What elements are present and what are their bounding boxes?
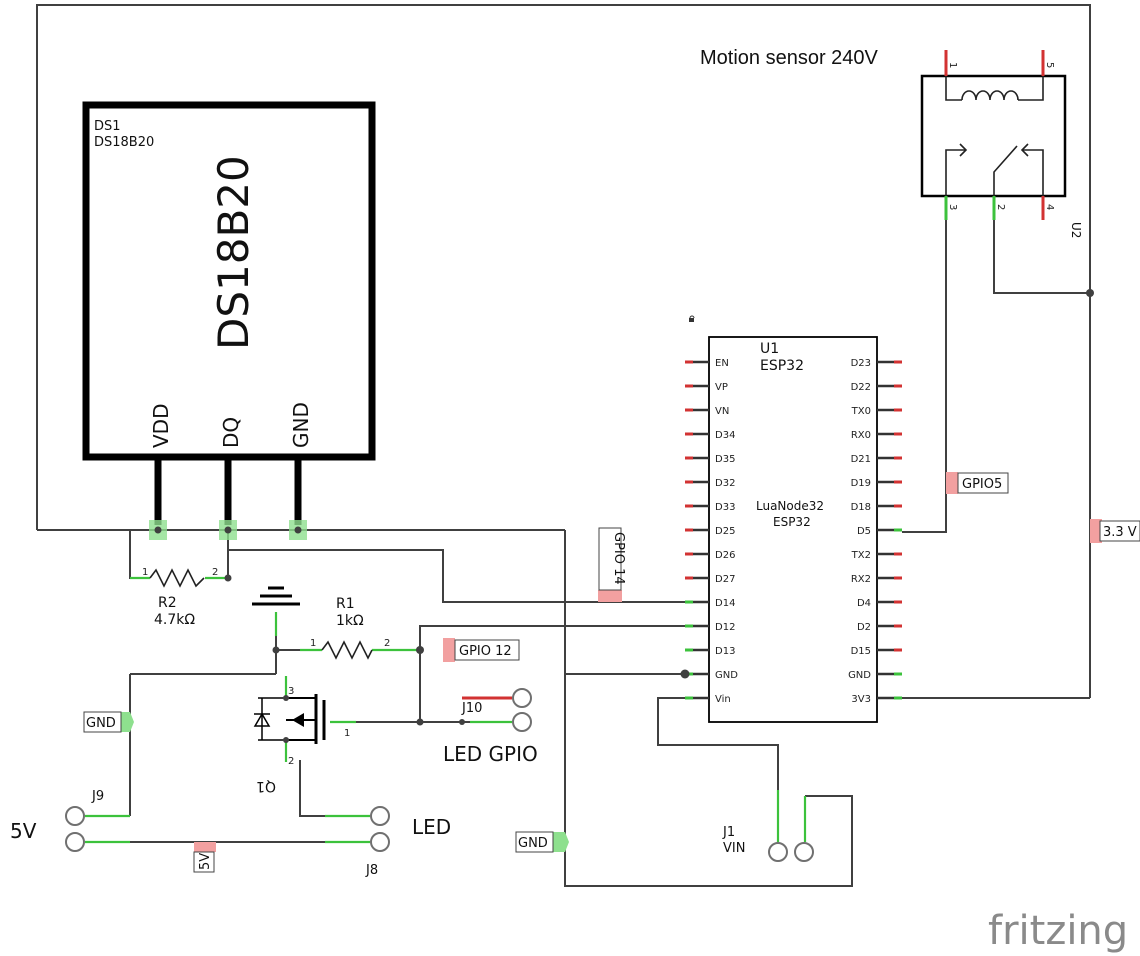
q1-pin1: 1 xyxy=(344,728,350,739)
svg-text:GPIO 14: GPIO 14 xyxy=(611,532,626,585)
ds1-big-label: DS18B20 xyxy=(209,155,258,350)
connector-j8: J8 xyxy=(365,806,390,878)
u1-pin-right-tx2: TX2 xyxy=(851,550,871,561)
u1-pin-gnd: GND xyxy=(715,670,738,681)
j9-ref: J9 xyxy=(91,789,104,804)
u1-pin-right-gnd: GND xyxy=(848,670,871,681)
r1-pin1: 1 xyxy=(310,638,316,649)
connector-j10: J10 xyxy=(459,688,532,732)
u1-pin-vn: VN xyxy=(715,406,729,417)
motion-sensor-u2: Motion sensor 240V 1 5 3 2 4 U2 xyxy=(700,47,1094,297)
u1-pin-right-rx0: RX0 xyxy=(851,430,871,441)
net-label-gnd-left: GND xyxy=(83,711,134,733)
ds1-pin-dq: DQ xyxy=(219,417,243,448)
r1-pin2: 2 xyxy=(384,638,390,649)
label-led: LED xyxy=(412,815,451,839)
net-label-gpio14: GPIO 14 xyxy=(598,527,626,602)
q1-pin3: 3 xyxy=(288,686,294,697)
mosfet-q1: 3 1 2 Q1 xyxy=(253,686,350,794)
net-label-gpio12: GPIO 12 xyxy=(443,638,520,662)
connection-stubs xyxy=(85,576,512,844)
u2-pin2: 2 xyxy=(995,204,1006,210)
u1-pin-right-rx2: RX2 xyxy=(851,574,871,585)
svg-text:GPIO 12: GPIO 12 xyxy=(459,644,512,659)
u1-inner-title: LuaNode32 xyxy=(756,499,824,513)
r2-ref: R2 xyxy=(158,595,177,611)
r1-value: 1kΩ xyxy=(336,613,364,629)
u1-pin-right-d23: D23 xyxy=(851,358,871,369)
net-label-gnd-bottom: GND xyxy=(515,831,569,853)
ds1-part: DS18B20 xyxy=(94,135,154,150)
u1-pin-right-d18: D18 xyxy=(851,502,871,513)
u1-pin-right-d15: D15 xyxy=(851,646,871,657)
svg-text:5V: 5V xyxy=(198,853,213,870)
u1-pin-d26: D26 xyxy=(715,550,735,561)
u1-pin-right-d5: D5 xyxy=(857,526,871,537)
u1-pin-d25: D25 xyxy=(715,526,735,537)
u1-inner-subtitle: ESP32 xyxy=(773,515,811,529)
u1-pin-right-d19: D19 xyxy=(851,478,871,489)
u1-pin-d35: D35 xyxy=(715,454,735,465)
svg-text:GND: GND xyxy=(518,836,548,851)
svg-text:GND: GND xyxy=(86,716,116,731)
esp32-u1: U1 ESP32 LuaNode32 ESP32 EN VP VN D34D35D32… xyxy=(680,315,902,723)
j1-name: VIN xyxy=(723,841,745,856)
ds1-pin-gnd: GND xyxy=(289,402,313,448)
u1-pin-right-3v3: 3V3 xyxy=(851,694,871,705)
u1-pin-en: EN xyxy=(715,358,729,369)
u2-pin4: 4 xyxy=(1044,204,1055,210)
u1-pin-right-d2: D2 xyxy=(857,622,871,633)
q1-ref: Q1 xyxy=(256,778,276,794)
u1-part: ESP32 xyxy=(760,358,804,374)
label-5v: 5V xyxy=(10,819,37,843)
j1-ref: J1 xyxy=(722,825,735,840)
j8-ref: J8 xyxy=(365,863,378,878)
motion-sensor-title: Motion sensor 240V xyxy=(700,47,879,69)
net-label-3v3: 3.3 V xyxy=(1090,519,1140,543)
u1-pin-d32: D32 xyxy=(715,478,735,489)
svg-text:GPIO5: GPIO5 xyxy=(962,477,1002,492)
u1-pin-vin: Vin xyxy=(715,694,731,705)
ds1-ref: DS1 xyxy=(94,119,121,134)
r2-pin2: 2 xyxy=(212,567,218,578)
svg-text:3.3 V: 3.3 V xyxy=(1103,525,1137,540)
net-label-gpio5: GPIO5 xyxy=(946,472,1009,494)
u1-pin-d27: D27 xyxy=(715,574,735,585)
fritzing-logo: fritzing xyxy=(988,908,1128,954)
r2-value: 4.7kΩ xyxy=(154,612,195,628)
u1-pin-d13: D13 xyxy=(715,646,735,657)
r2-pin1: 1 xyxy=(142,567,148,578)
u1-pin-vp: VP xyxy=(715,382,728,393)
connector-j9: J9 xyxy=(65,789,104,852)
ds18b20-sensor: DS1 DS18B20 DS18B20 VDD DQ GND xyxy=(82,101,376,540)
u1-pin-right-d4: D4 xyxy=(857,598,871,609)
label-led-gpio: LED GPIO xyxy=(443,742,538,766)
u2-ref: U2 xyxy=(1069,222,1083,238)
resistor-r1: 1 2 R1 1kΩ xyxy=(272,596,424,726)
u1-pin-d12: D12 xyxy=(715,622,735,633)
u1-pin-d33: D33 xyxy=(715,502,735,513)
ds1-pin-vdd: VDD xyxy=(149,404,173,448)
net-label-5v: 5V xyxy=(193,842,216,873)
q1-pin2: 2 xyxy=(288,756,294,767)
u2-pin5: 5 xyxy=(1044,62,1055,68)
wires xyxy=(36,4,1091,887)
u1-pin-right-tx0: TX0 xyxy=(851,406,871,417)
u1-pin-right-d21: D21 xyxy=(851,454,871,465)
u1-pin-d34: D34 xyxy=(715,430,735,441)
j10-ref: J10 xyxy=(461,701,482,716)
u2-pin3: 3 xyxy=(947,204,958,210)
ground-symbol xyxy=(252,586,300,606)
u1-pin-d14: D14 xyxy=(715,598,735,609)
u2-pin1: 1 xyxy=(947,62,958,68)
u1-ref: U1 xyxy=(760,341,779,357)
u1-pin-right-d22: D22 xyxy=(851,382,871,393)
connector-j1: J1 VIN xyxy=(722,790,814,862)
resistor-r2: 1 2 R2 4.7kΩ xyxy=(142,567,232,628)
r1-ref: R1 xyxy=(336,596,355,612)
